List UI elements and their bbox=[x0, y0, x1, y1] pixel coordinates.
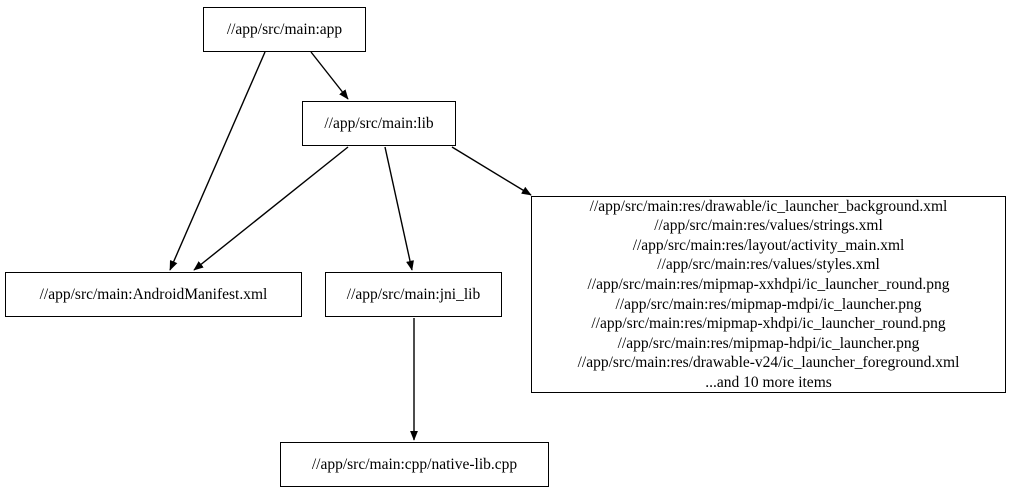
node-android-manifest-label: //app/src/main:AndroidManifest.xml bbox=[39, 285, 268, 303]
node-native-lib-cpp[interactable]: //app/src/main:cpp/native-lib.cpp bbox=[280, 442, 549, 487]
node-lib[interactable]: //app/src/main:lib bbox=[302, 101, 456, 146]
edge-lib-to-res-group bbox=[451, 146, 532, 196]
edge-app-to-android-manifest bbox=[169, 51, 266, 271]
node-jni-lib[interactable]: //app/src/main:jni_lib bbox=[325, 272, 502, 317]
node-android-manifest[interactable]: //app/src/main:AndroidManifest.xml bbox=[5, 272, 302, 317]
node-lib-label: //app/src/main:lib bbox=[324, 114, 434, 132]
node-native-lib-cpp-label: //app/src/main:cpp/native-lib.cpp bbox=[311, 455, 518, 473]
node-app[interactable]: //app/src/main:app bbox=[203, 7, 366, 52]
node-res-group[interactable]: //app/src/main:res/drawable/ic_launcher_… bbox=[531, 196, 1006, 393]
edge-lib-to-android-manifest bbox=[193, 146, 349, 271]
node-app-label: //app/src/main:app bbox=[226, 20, 343, 38]
node-res-group-label: //app/src/main:res/drawable/ic_launcher_… bbox=[577, 197, 960, 391]
node-jni-lib-label: //app/src/main:jni_lib bbox=[346, 285, 481, 303]
edge-lib-to-jni-lib bbox=[384, 146, 414, 271]
edge-app-to-lib bbox=[310, 51, 349, 100]
